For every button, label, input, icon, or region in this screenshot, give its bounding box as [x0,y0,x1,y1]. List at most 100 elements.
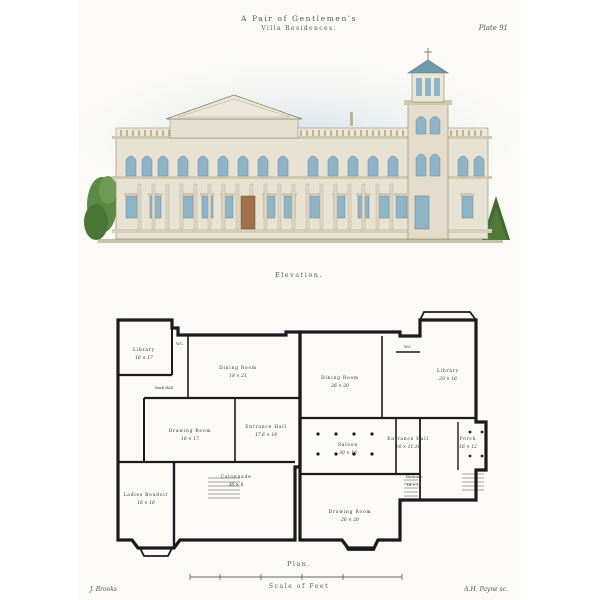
tower-roof [406,59,450,74]
room-name: Ladies Boudoir [124,493,169,498]
column-dot [316,452,320,456]
column-dot [480,430,484,434]
column [319,183,324,230]
architectural-plate: A Pair of Gentlemen's Villa Residences. … [78,0,520,600]
scale-caption: Scale of Feet [268,583,330,590]
room-name: Library [437,369,459,374]
arched-window [473,155,485,177]
room-dims: 16 × 11.16 [396,445,421,450]
room-dims: 14 × 14 [407,483,422,487]
drawing-room-bay [341,539,379,551]
engraver-credit: A.H. Payne sc. [464,586,508,593]
plinth [112,229,492,233]
column [165,183,170,230]
ground-window [395,195,408,219]
room-name: Drawing Room [329,510,372,515]
tower-window [415,153,427,177]
arched-window [457,155,469,177]
room-name: Dining Room [219,366,257,371]
arched-window [277,155,289,177]
room-dims: 18 × 21 [229,374,247,379]
room-name: Saloon [338,443,358,448]
arched-window [177,155,189,177]
room-name: Back Hall [155,386,174,390]
ground-window [181,195,194,219]
column [193,183,198,230]
room-dims: 26 × 20 [340,518,359,523]
ground-window [201,195,214,219]
drawing-canvas: Library 16 × 17 W.C. Dining Room 18 × 21… [78,45,520,580]
room-name: Entrance Hall [245,425,286,430]
ground-window [461,195,474,219]
column-dot [316,432,320,436]
room-name: Drawing Room [169,429,212,434]
pediment [165,94,303,120]
column [277,183,282,230]
arched-window [217,155,229,177]
column-dot [370,432,374,436]
column-dot [468,430,472,434]
column-dot [468,454,472,458]
column [347,183,352,230]
arched-window [327,155,339,177]
upper-cornice [112,136,492,139]
column [151,183,156,230]
column-dot [334,452,338,456]
arched-window [257,155,269,177]
plate-title: A Pair of Gentlemen's [240,14,358,23]
plate-subtitle: Villa Residences. [261,25,337,32]
room-dims: 16 × 17 [181,437,199,442]
arched-window [125,155,137,177]
column [207,183,212,230]
tower-window [415,116,427,135]
tower-door [414,195,430,230]
right-house-outline [298,318,488,550]
scale-bar [189,574,403,580]
ground-line [98,239,503,243]
middle-cornice [112,176,492,179]
column [235,183,240,230]
room-dims: 20 × 16 [438,377,457,382]
library-bay [419,311,477,321]
arched-window [387,155,399,177]
arched-window [307,155,319,177]
arched-window [347,155,359,177]
front-door [240,195,256,230]
statue [350,112,353,126]
room-name: Entrance Hall [387,437,428,442]
room-name: Staircase [405,475,422,479]
staircase-treads [208,473,484,499]
column [221,183,226,230]
upper-windows [125,116,485,177]
column-dot [370,452,374,456]
ground-window [149,195,162,219]
arched-window [141,155,153,177]
room-name: W.C. [176,342,184,346]
room-name: Colonnade [221,475,252,480]
room-name: W.C. [404,345,412,349]
elevation-drawing [78,45,520,243]
room-dims: 36 × 8 [229,483,244,488]
room-dims: 16 × 17 [135,356,153,361]
room-name: Dining Room [321,376,359,381]
room-dims: 30 × 16 [339,451,357,456]
column [137,183,142,230]
pediment-attic [169,117,299,139]
column-dot [352,432,356,436]
elevation-caption: Elevation. [274,271,324,279]
saloon-columns [316,430,484,458]
boudoir-bay [139,547,173,557]
column [305,183,310,230]
column-dot [480,454,484,458]
column [179,183,184,230]
plate-number: Plate 91 [478,24,508,32]
tower-window [429,116,441,135]
column [389,183,394,230]
column [375,183,380,230]
arched-window [197,155,209,177]
ground-window [309,195,322,219]
column [333,183,338,230]
arched-window [367,155,379,177]
room-dims: 16 × 16 [137,501,155,506]
floor-plan [116,311,488,557]
